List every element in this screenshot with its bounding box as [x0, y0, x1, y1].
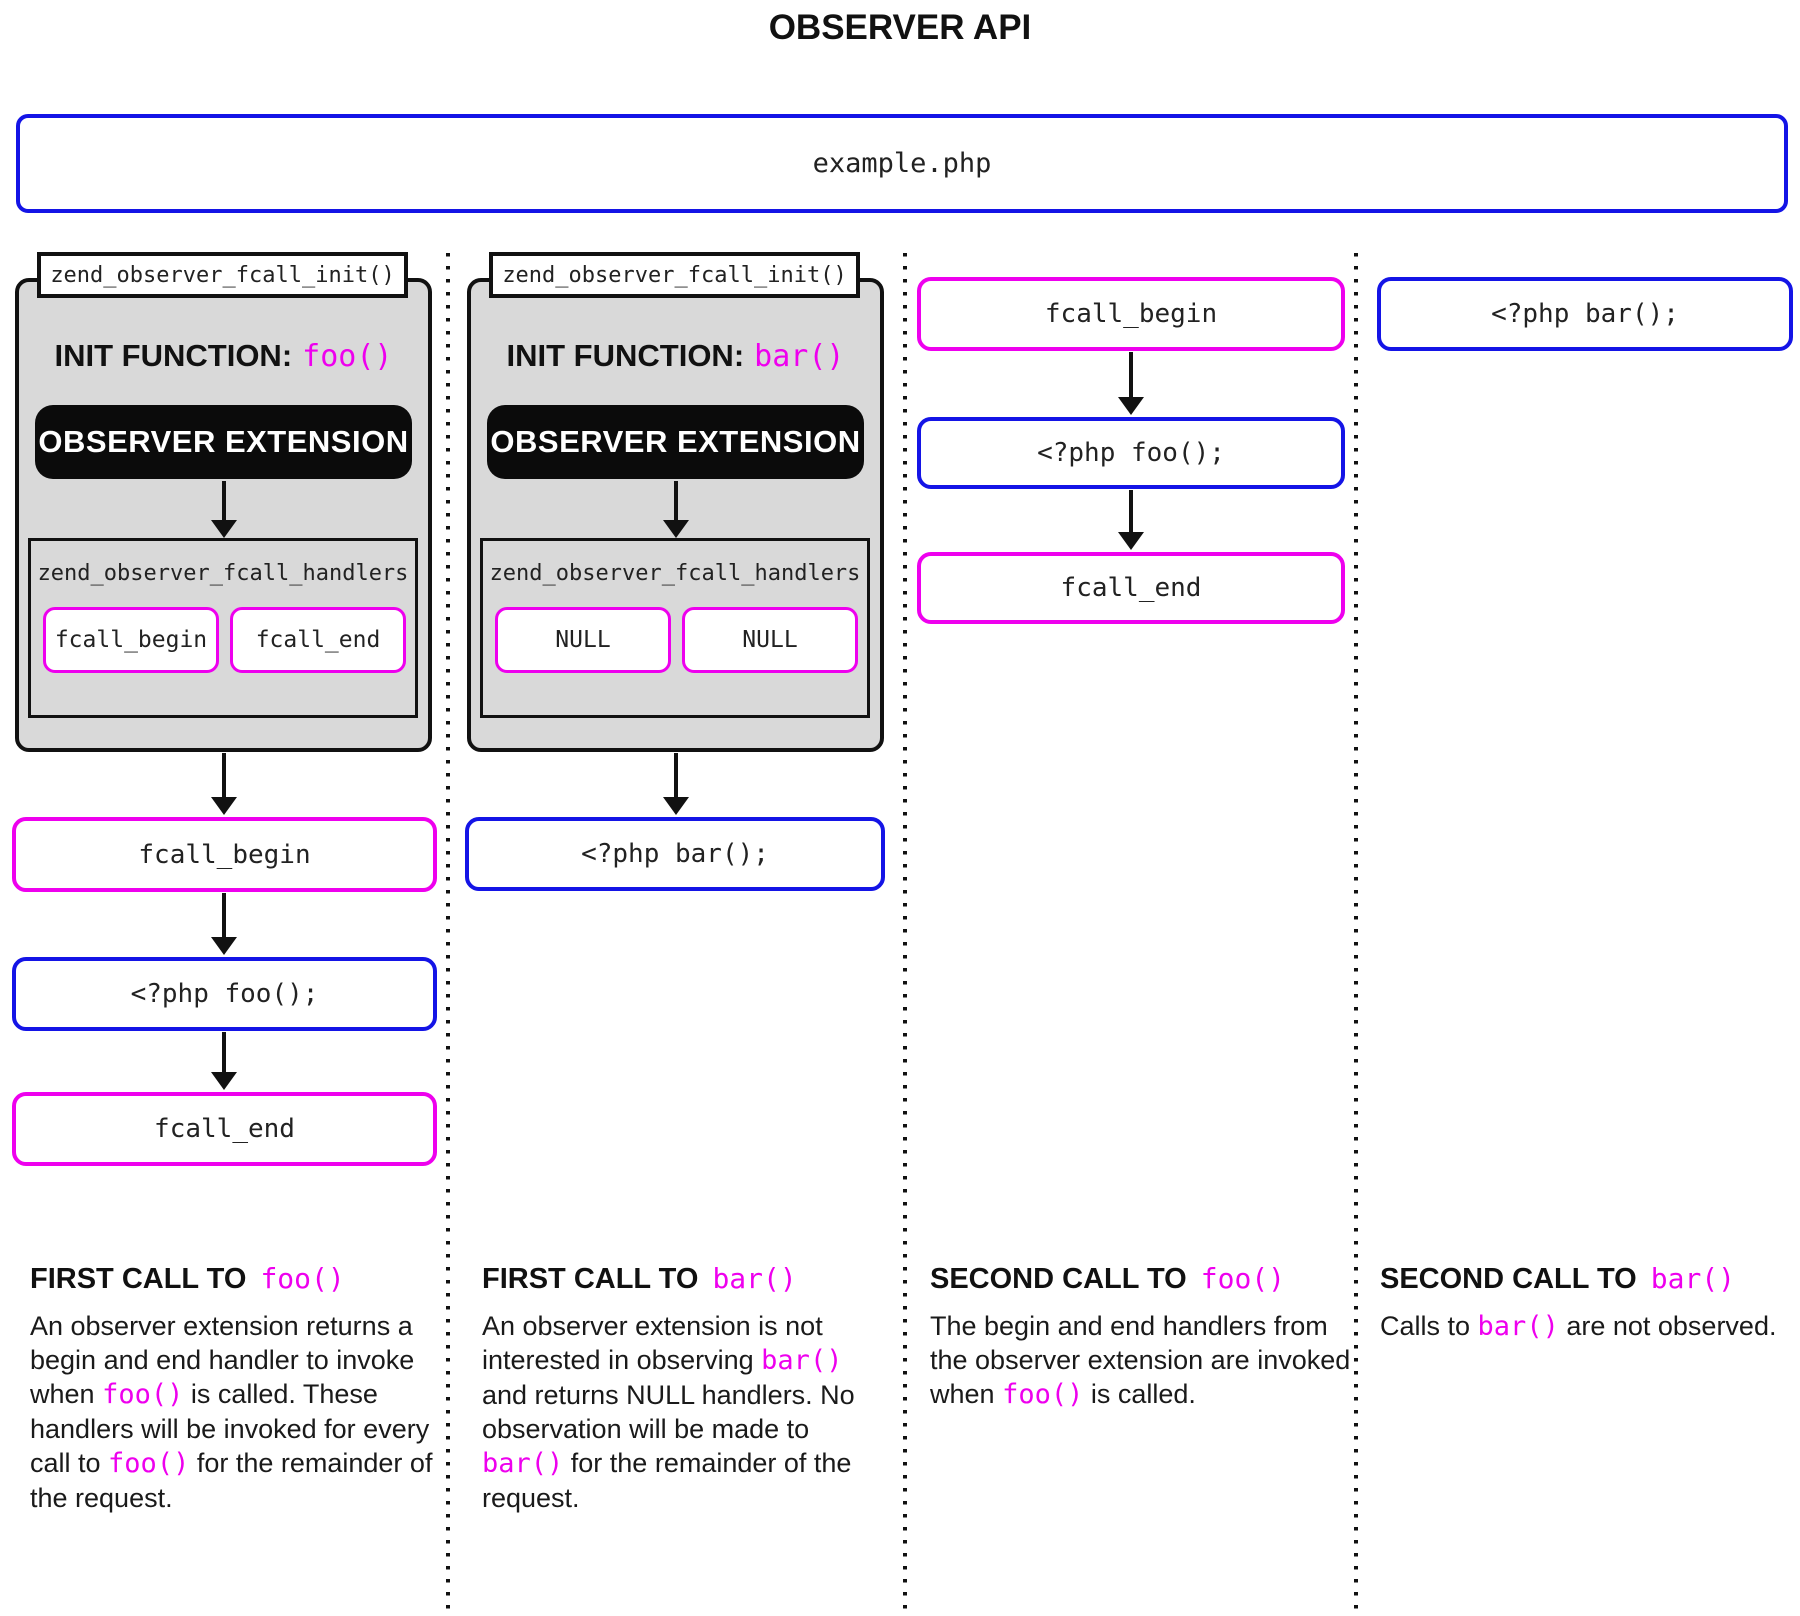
caption-heading-code: bar()	[1650, 1262, 1736, 1295]
caption-heading-code: foo()	[260, 1262, 345, 1295]
arrow-down-icon	[211, 481, 237, 538]
arrow-down-icon	[211, 753, 237, 815]
php-foo-call-label: <?php foo();	[130, 979, 319, 1009]
page-title: OBSERVER API	[768, 8, 1032, 47]
caption-second-call-foo: SECOND CALL TO foo() The begin and end ha…	[930, 1262, 1354, 1412]
observer-extension-label: OBSERVER EXTENSION	[38, 424, 409, 459]
php-bar-call-box: <?php bar();	[465, 817, 885, 891]
fcall-init-label: zend_observer_fcall_init()	[489, 252, 860, 298]
php-foo-call-label: <?php foo();	[1037, 438, 1225, 468]
caption-heading: SECOND CALL TO foo()	[930, 1262, 1354, 1296]
fcall-begin-label: fcall_begin	[1044, 299, 1218, 329]
handler-begin-box: fcall_begin	[43, 607, 219, 673]
caption-second-call-bar: SECOND CALL TO bar() Calls to bar() are n…	[1380, 1262, 1800, 1344]
handler-end-box: fcall_end	[230, 607, 406, 673]
fcall-init-label: zend_observer_fcall_init()	[37, 252, 408, 298]
caption-first-call-bar: FIRST CALL TO bar() An observer extension…	[482, 1262, 894, 1515]
observer-extension-box: OBSERVER EXTENSION	[35, 405, 412, 479]
php-bar-call-label: <?php bar();	[581, 839, 769, 869]
fcall-end-label: fcall_end	[154, 1114, 295, 1144]
caption-heading: FIRST CALL TO foo()	[30, 1262, 440, 1296]
fcall-handlers-box: zend_observer_fcall_handlers fcall_begin…	[28, 538, 418, 718]
observer-extension-box: OBSERVER EXTENSION	[487, 405, 864, 479]
fcall-begin-label: fcall_begin	[138, 839, 311, 870]
example-php-box: example.php	[16, 114, 1788, 213]
php-bar-call-box: <?php bar();	[1377, 277, 1793, 351]
fcall-begin-box: fcall_begin	[917, 277, 1345, 351]
caption-paragraph: An observer extension returns a begin an…	[30, 1311, 433, 1513]
caption-heading-label: FIRST CALL TO	[482, 1263, 699, 1295]
init-function-label: INIT FUNCTION:	[506, 338, 745, 373]
caption-heading: FIRST CALL TO bar()	[482, 1262, 894, 1296]
caption-heading-code: bar()	[712, 1262, 797, 1295]
arrow-down-icon	[211, 893, 237, 955]
arrow-down-icon	[663, 481, 689, 538]
init-function-label: INIT FUNCTION:	[54, 338, 293, 373]
handler-begin-label: NULL	[555, 627, 611, 653]
caption-heading-label: SECOND CALL TO	[930, 1263, 1187, 1295]
handler-end-label: fcall_end	[255, 627, 381, 653]
fcall-handlers-label: zend_observer_fcall_handlers	[37, 561, 409, 586]
caption-paragraph: Calls to bar() are not observed.	[1380, 1311, 1777, 1342]
handler-end-box: NULL	[682, 607, 858, 673]
caption-heading-code: foo()	[1200, 1262, 1286, 1295]
fcall-end-label: fcall_end	[1060, 573, 1202, 603]
arrow-down-icon	[1118, 352, 1144, 415]
column-separator-3	[1354, 253, 1358, 1612]
fcall-end-box: fcall_end	[917, 552, 1345, 624]
handler-end-label: NULL	[742, 627, 798, 653]
fcall-handlers-box: zend_observer_fcall_handlers NULL NULL	[480, 538, 870, 718]
php-foo-call-box: <?php foo();	[917, 417, 1345, 489]
caption-paragraph: The begin and end handlers from the obse…	[930, 1311, 1351, 1410]
fcall-end-box: fcall_end	[12, 1092, 437, 1166]
caption-first-call-foo: FIRST CALL TO foo() An observer extension…	[30, 1262, 440, 1515]
fcall-handlers-label: zend_observer_fcall_handlers	[489, 561, 861, 586]
fcall-init-label-text: zend_observer_fcall_init()	[50, 262, 395, 288]
column-separator-1	[446, 253, 450, 1612]
observer-extension-label: OBSERVER EXTENSION	[490, 424, 861, 459]
fcall-init-label-text: zend_observer_fcall_init()	[502, 262, 847, 288]
handler-begin-label: fcall_begin	[54, 627, 208, 653]
fcall-begin-box: fcall_begin	[12, 817, 437, 892]
handler-begin-box: NULL	[495, 607, 671, 673]
caption-heading-label: FIRST CALL TO	[30, 1263, 247, 1295]
init-function-code: foo()	[302, 339, 393, 374]
php-foo-call-box: <?php foo();	[12, 957, 437, 1031]
init-function-line: INIT FUNCTION: bar()	[467, 338, 884, 374]
caption-heading-label: SECOND CALL TO	[1380, 1263, 1637, 1295]
arrow-down-icon	[1118, 490, 1144, 550]
arrow-down-icon	[663, 753, 689, 815]
caption-paragraph: An observer extension is not interested …	[482, 1311, 855, 1513]
arrow-down-icon	[211, 1032, 237, 1090]
init-function-line: INIT FUNCTION: foo()	[15, 338, 432, 374]
init-function-code: bar()	[754, 339, 845, 374]
column-separator-2	[903, 253, 907, 1612]
example-php-label: example.php	[812, 148, 992, 179]
php-bar-call-label: <?php bar();	[1491, 299, 1679, 329]
caption-heading: SECOND CALL TO bar()	[1380, 1262, 1800, 1296]
